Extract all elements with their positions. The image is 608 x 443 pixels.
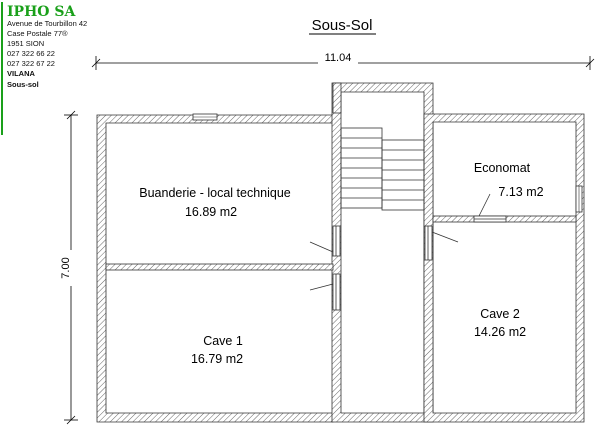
wall-right-block [423, 113, 585, 423]
wall-stair-core [331, 82, 434, 423]
company-name: IPHO SA [7, 4, 76, 20]
width-dimension: 11.04 [91, 50, 595, 70]
height-dimension: 7.00 [60, 110, 78, 425]
walls [96, 82, 585, 423]
phone-line-1: 027 322 66 22 [7, 49, 55, 58]
project-name: VILANA [7, 69, 36, 78]
plan-title: Sous-Sol [312, 17, 373, 34]
doors [309, 193, 507, 311]
room-cave2-area: 14.26 m2 [474, 325, 526, 339]
room-buanderie-area: 16.89 m2 [185, 205, 237, 219]
address-line-1: Avenue de Tourbillon 42 [7, 19, 87, 28]
address-line-3: 1951 SION [7, 39, 44, 48]
room-cave1-area: 16.79 m2 [191, 352, 243, 366]
room-economat-area: 7.13 m2 [498, 185, 543, 199]
room-cave2-name: Cave 2 [480, 307, 520, 321]
room-economat-name: Economat [474, 161, 531, 175]
address-line-2: Case Postale 77® [7, 29, 68, 38]
width-label: 11.04 [325, 52, 352, 64]
level-name: Sous-sol [7, 80, 39, 89]
phone-line-2: 027 322 67 22 [7, 59, 55, 68]
height-label: 7.00 [60, 257, 72, 278]
room-buanderie-name: Buanderie - local technique [139, 186, 291, 200]
wall-partition-left [105, 263, 334, 271]
room-cave1-name: Cave 1 [203, 334, 243, 348]
staircase [340, 127, 425, 211]
